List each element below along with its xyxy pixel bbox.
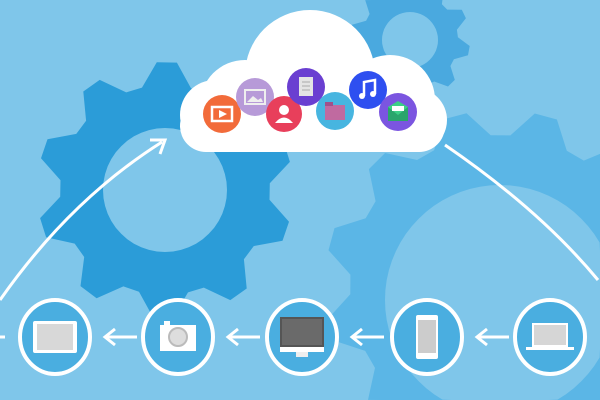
image-icon <box>236 78 274 116</box>
device-smartphone-icon <box>390 298 464 376</box>
device-desktop-monitor-icon <box>265 298 339 376</box>
flow-arrow-left <box>102 327 137 347</box>
document-icon <box>287 68 325 106</box>
video-play-icon <box>203 95 241 133</box>
flow-arrow-left <box>225 327 260 347</box>
upload-arrow <box>0 140 163 301</box>
flow-arrow-left <box>349 327 384 347</box>
folder-icon <box>316 92 354 130</box>
cloud-app-icons <box>203 68 417 133</box>
device-tablet-icon <box>18 298 92 376</box>
flow-arrow-left <box>474 327 509 347</box>
download-arrow <box>444 143 600 281</box>
device-laptop-icon <box>513 298 587 376</box>
device-row <box>0 298 587 376</box>
email-icon <box>379 93 417 131</box>
music-note-icon <box>349 71 387 109</box>
upload-arrowhead <box>150 138 168 155</box>
device-camera-icon <box>141 298 215 376</box>
user-icon <box>266 96 302 132</box>
